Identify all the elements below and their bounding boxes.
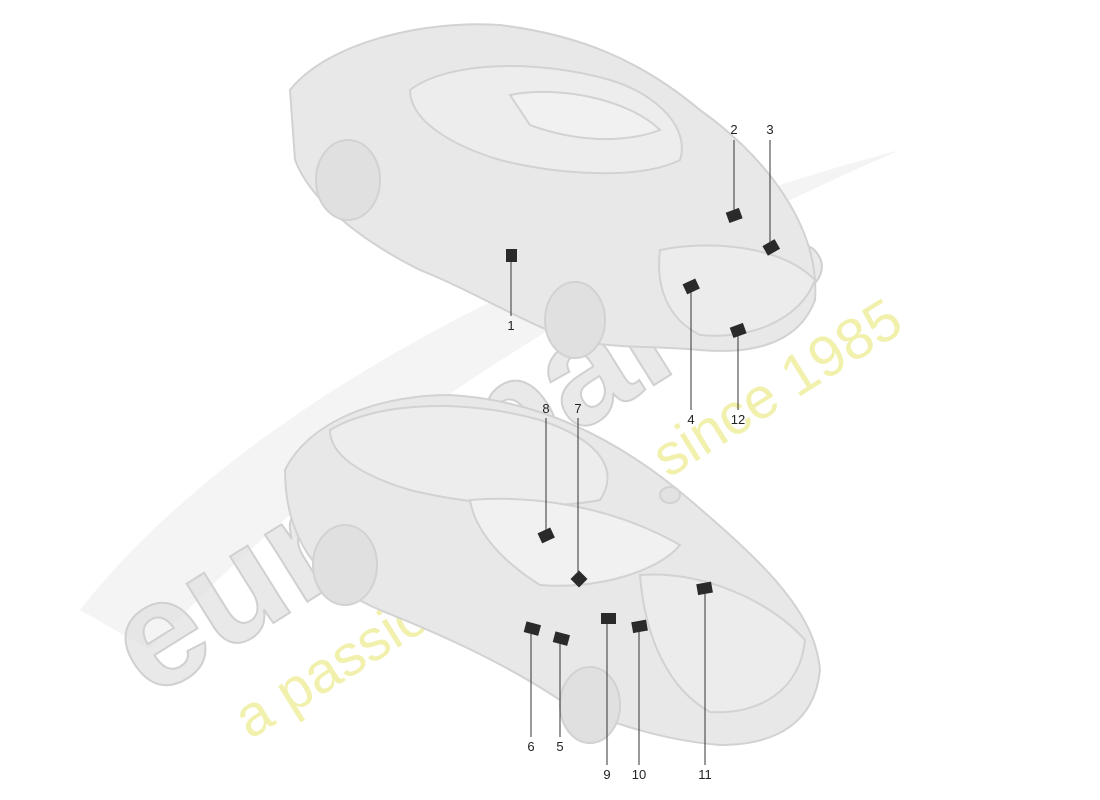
car-front-windshield xyxy=(468,497,682,587)
label-part-5[interactable] xyxy=(552,631,571,646)
label-part-12[interactable] xyxy=(729,322,747,339)
label-part-11[interactable] xyxy=(696,581,713,596)
car-rear-window xyxy=(508,90,662,141)
watermark-swoosh xyxy=(80,150,900,650)
car-front-hood xyxy=(638,573,807,714)
label-part-9[interactable] xyxy=(601,613,616,624)
car-front-wheel-left xyxy=(312,524,378,606)
callout-3: 3 xyxy=(766,122,773,137)
car-front-mirror xyxy=(659,486,681,504)
car-front-roof xyxy=(328,405,609,507)
car-rear-wheel-left xyxy=(315,139,381,221)
label-part-4[interactable] xyxy=(682,278,700,295)
callout-2: 2 xyxy=(730,122,737,137)
leader-lines xyxy=(510,140,771,765)
car-front-wheel-right xyxy=(559,666,621,744)
callout-12: 12 xyxy=(731,412,745,427)
car-rear-wheel-right xyxy=(544,281,606,359)
callout-7: 7 xyxy=(574,401,581,416)
label-part-7[interactable] xyxy=(570,570,588,588)
callout-6: 6 xyxy=(527,739,534,754)
callout-4: 4 xyxy=(687,412,694,427)
label-part-1[interactable] xyxy=(506,249,517,262)
label-parts xyxy=(506,207,781,646)
callout-8: 8 xyxy=(542,401,549,416)
label-part-6[interactable] xyxy=(523,621,542,636)
label-part-10[interactable] xyxy=(631,619,648,634)
callout-10: 10 xyxy=(632,767,646,782)
callout-9: 9 xyxy=(603,767,610,782)
car-rear-bumper xyxy=(658,244,817,337)
label-part-2[interactable] xyxy=(725,207,743,224)
callout-numbers: 1 2 3 4 12 8 7 6 5 9 10 11 xyxy=(507,122,773,782)
car-rear-view xyxy=(288,23,817,359)
label-part-8[interactable] xyxy=(537,527,555,544)
callout-1: 1 xyxy=(507,318,514,333)
car-front-view xyxy=(283,393,822,747)
callout-11: 11 xyxy=(698,767,712,782)
callout-5: 5 xyxy=(556,739,563,754)
label-part-3[interactable] xyxy=(762,239,781,256)
